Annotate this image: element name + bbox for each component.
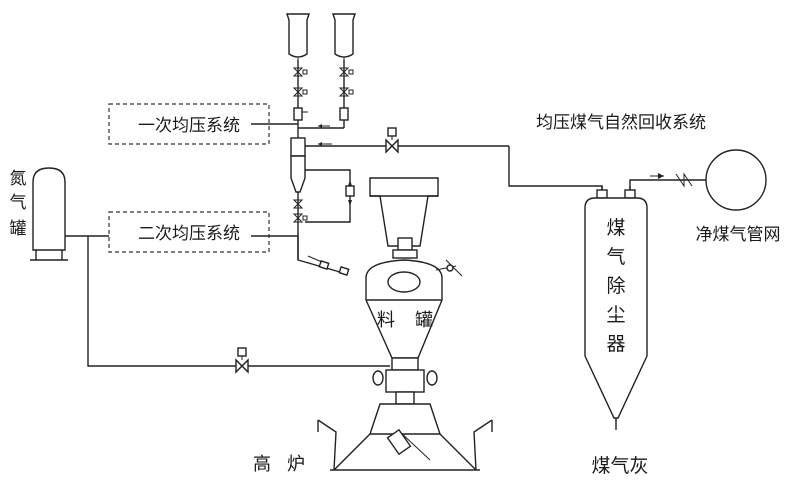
secondary-inlet-valves bbox=[307, 255, 350, 276]
furnace-char-1: 高 bbox=[253, 454, 271, 475]
gas-dust-remover bbox=[584, 186, 648, 430]
flow-arrows-top bbox=[318, 124, 332, 146]
gas-ash-label: 煤气灰 bbox=[591, 455, 648, 477]
nitrogen-tank-char-3: 罐 bbox=[10, 219, 27, 239]
furnace-char-2: 炉 bbox=[287, 454, 305, 475]
material-tank bbox=[365, 177, 463, 393]
primary-system-box bbox=[108, 103, 270, 145]
recovery-system-label: 均压煤气自然回收系统 bbox=[536, 113, 706, 133]
dust-remover-char-5: 器 bbox=[606, 333, 625, 355]
gas-cylinder-left bbox=[286, 13, 310, 64]
bypass-loop bbox=[305, 169, 355, 223]
blast-furnace-top bbox=[317, 391, 493, 471]
primary-system-label: 一次均压系统 bbox=[138, 116, 240, 136]
secondary-system-box bbox=[108, 211, 270, 253]
recovery-pipeline bbox=[305, 127, 706, 196]
valve-column-right bbox=[298, 60, 354, 129]
nitrogen-pipeline bbox=[65, 235, 390, 374]
clean-gas-network-circle bbox=[705, 149, 767, 211]
dust-remover-char-1: 煤 bbox=[606, 217, 625, 239]
valve-column-left bbox=[292, 60, 308, 140]
nitrogen-tank-char-1: 氮 bbox=[10, 169, 27, 189]
dust-remover-char-4: 尘 bbox=[606, 304, 625, 326]
nitrogen-tank-char-2: 气 bbox=[10, 193, 27, 213]
secondary-system-label: 二次均压系统 bbox=[138, 224, 240, 244]
nitrogen-tank bbox=[30, 167, 68, 261]
material-tank-char-1: 料 bbox=[377, 310, 395, 331]
dust-remover-char-3: 除 bbox=[606, 275, 625, 297]
cyclone-separator bbox=[290, 137, 308, 260]
dust-remover-char-2: 气 bbox=[606, 246, 625, 268]
material-tank-char-2: 罐 bbox=[415, 310, 433, 331]
clean-gas-network-label: 净煤气管网 bbox=[696, 225, 781, 245]
gas-cylinder-right bbox=[332, 13, 356, 64]
